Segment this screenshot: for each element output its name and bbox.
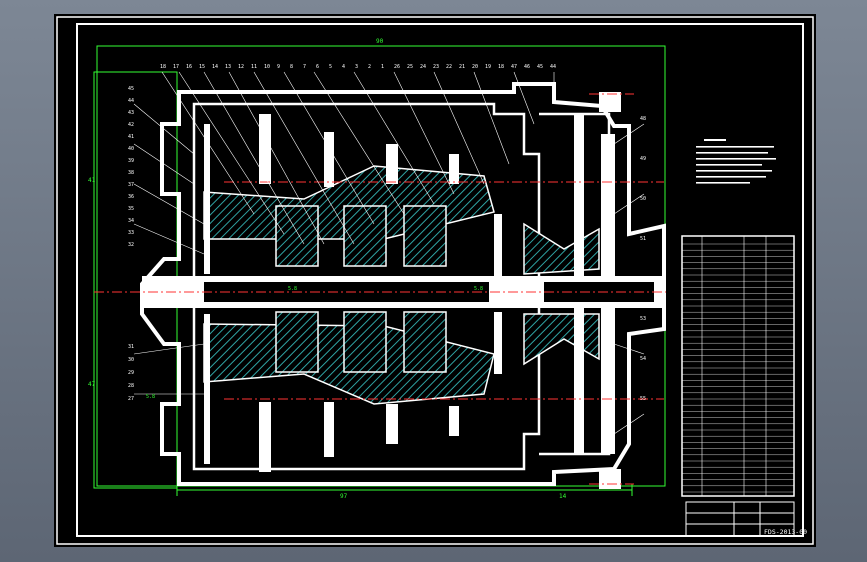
part-balloon: 55 bbox=[640, 396, 646, 402]
part-balloon: 27 bbox=[128, 396, 134, 402]
part-balloon: 9 bbox=[277, 64, 280, 70]
bottom-dimension-right: 14 bbox=[559, 493, 567, 500]
parts-list-table bbox=[681, 235, 795, 497]
right-balloon-group: 48 49 50 51 52 53 54 55 bbox=[640, 116, 646, 402]
part-balloon: 44 bbox=[550, 64, 556, 70]
part-balloon: 11 bbox=[251, 64, 257, 70]
part-balloon: 39 bbox=[128, 158, 134, 164]
part-balloon: 48 bbox=[640, 116, 646, 122]
part-balloon: 14 bbox=[212, 64, 218, 70]
part-balloon: 49 bbox=[640, 156, 646, 162]
part-balloon: 33 bbox=[128, 230, 134, 236]
part-balloon: 43 bbox=[128, 110, 134, 116]
part-balloon: 5 bbox=[329, 64, 332, 70]
part-balloon: 38 bbox=[128, 170, 134, 176]
part-balloon: 25 bbox=[407, 64, 413, 70]
center-mark: 5.8 bbox=[474, 286, 483, 292]
left-dimension-lower: 47 bbox=[88, 381, 96, 388]
bottom-dimension-main: 97 bbox=[340, 493, 348, 500]
part-balloon: 6 bbox=[316, 64, 319, 70]
part-balloon: 42 bbox=[128, 122, 134, 128]
inner-border bbox=[76, 23, 804, 537]
part-balloon: 47 bbox=[511, 64, 517, 70]
part-balloon: 45 bbox=[537, 64, 543, 70]
part-balloon: 24 bbox=[420, 64, 426, 70]
part-balloon: 32 bbox=[128, 242, 134, 248]
part-balloon: 20 bbox=[472, 64, 478, 70]
center-mark: 5.8 bbox=[146, 394, 155, 400]
part-balloon: 54 bbox=[640, 356, 646, 362]
part-balloon: 50 bbox=[640, 196, 646, 202]
part-balloon: 12 bbox=[238, 64, 244, 70]
part-balloon: 2 bbox=[368, 64, 371, 70]
part-balloon: 26 bbox=[394, 64, 400, 70]
part-balloon: 29 bbox=[128, 370, 134, 376]
part-balloon: 16 bbox=[186, 64, 192, 70]
part-balloon: 7 bbox=[303, 64, 306, 70]
part-balloon: 13 bbox=[225, 64, 231, 70]
part-balloon: 15 bbox=[199, 64, 205, 70]
part-balloon: 30 bbox=[128, 357, 134, 363]
part-balloon: 17 bbox=[173, 64, 179, 70]
part-balloon: 18 bbox=[160, 64, 166, 70]
part-balloon: 36 bbox=[128, 194, 134, 200]
top-dimension: 90 bbox=[376, 38, 384, 45]
part-balloon: 10 bbox=[264, 64, 270, 70]
leader-lines bbox=[133, 71, 645, 435]
part-balloon: 34 bbox=[128, 218, 134, 224]
part-balloon: 53 bbox=[640, 316, 646, 322]
gear-sections bbox=[203, 165, 600, 405]
part-balloon: 37 bbox=[128, 182, 134, 188]
drawing-number: FDS-2013-00 bbox=[764, 528, 807, 536]
center-mark: 5.8 bbox=[288, 286, 297, 292]
part-balloon: 23 bbox=[433, 64, 439, 70]
part-balloon: 18 bbox=[498, 64, 504, 70]
part-balloon: 51 bbox=[640, 236, 646, 242]
part-balloon: 44 bbox=[128, 98, 134, 104]
part-balloon: 8 bbox=[290, 64, 293, 70]
left-dimension-upper: 41 bbox=[88, 177, 96, 184]
part-balloon: 19 bbox=[485, 64, 491, 70]
left-balloon-group-lower: 31 30 29 28 27 bbox=[128, 344, 134, 402]
part-balloon: 22 bbox=[446, 64, 452, 70]
part-balloon: 21 bbox=[459, 64, 465, 70]
part-balloon: 45 bbox=[128, 86, 134, 92]
part-balloon: 46 bbox=[524, 64, 530, 70]
part-balloon: 4 bbox=[342, 64, 345, 70]
part-balloon: 28 bbox=[128, 383, 134, 389]
part-balloon: 52 bbox=[640, 276, 646, 282]
part-balloon: 41 bbox=[128, 134, 134, 140]
outer-border bbox=[56, 16, 814, 545]
part-balloon: 31 bbox=[128, 344, 134, 350]
technical-notes bbox=[696, 139, 776, 184]
left-balloon-group-upper: 45 44 43 42 41 40 39 38 37 36 35 34 33 32 bbox=[128, 86, 134, 248]
centerlines bbox=[94, 93, 666, 485]
title-block bbox=[685, 501, 795, 537]
part-balloon: 35 bbox=[128, 206, 134, 212]
part-balloon: 3 bbox=[355, 64, 358, 70]
part-balloon: 1 bbox=[381, 64, 384, 70]
part-balloon: 40 bbox=[128, 146, 134, 152]
